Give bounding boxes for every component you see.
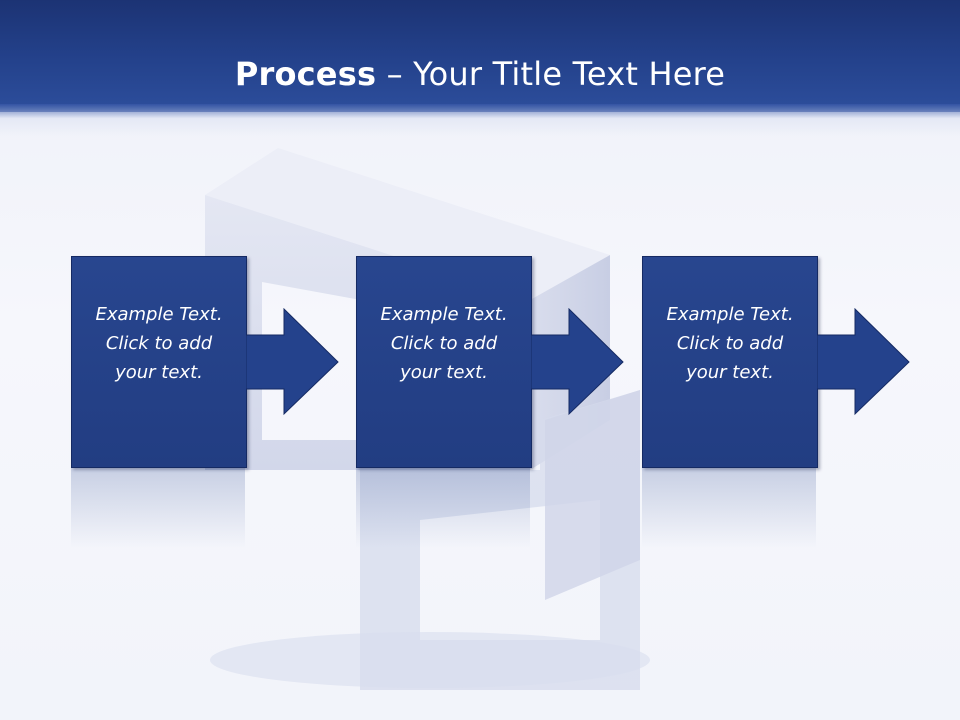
process-step-3-reflection: [642, 468, 816, 548]
process-step-2-box[interactable]: Example Text. Click to add your text.: [356, 256, 532, 468]
process-arrow-1-icon: [246, 308, 339, 416]
title-bar: [0, 0, 960, 112]
process-step-1-box[interactable]: Example Text. Click to add your text.: [71, 256, 247, 468]
slide-title-bold: Process: [234, 55, 377, 93]
slide-title[interactable]: Process – Your Title Text Here: [0, 52, 960, 96]
process-arrow-2-icon: [531, 308, 624, 416]
slide-title-rest: – Your Title Text Here: [376, 55, 726, 93]
title-bar-fade: [0, 104, 960, 136]
process-arrow-3-icon: [817, 308, 910, 416]
process-step-3-text: Example Text. Click to add your text.: [666, 303, 794, 383]
process-step-2-reflection: [356, 468, 530, 548]
process-step-1-text: Example Text. Click to add your text.: [95, 303, 223, 383]
process-step-1-reflection: [71, 468, 245, 548]
process-step-2-text: Example Text. Click to add your text.: [380, 303, 508, 383]
process-step-3-box[interactable]: Example Text. Click to add your text.: [642, 256, 818, 468]
